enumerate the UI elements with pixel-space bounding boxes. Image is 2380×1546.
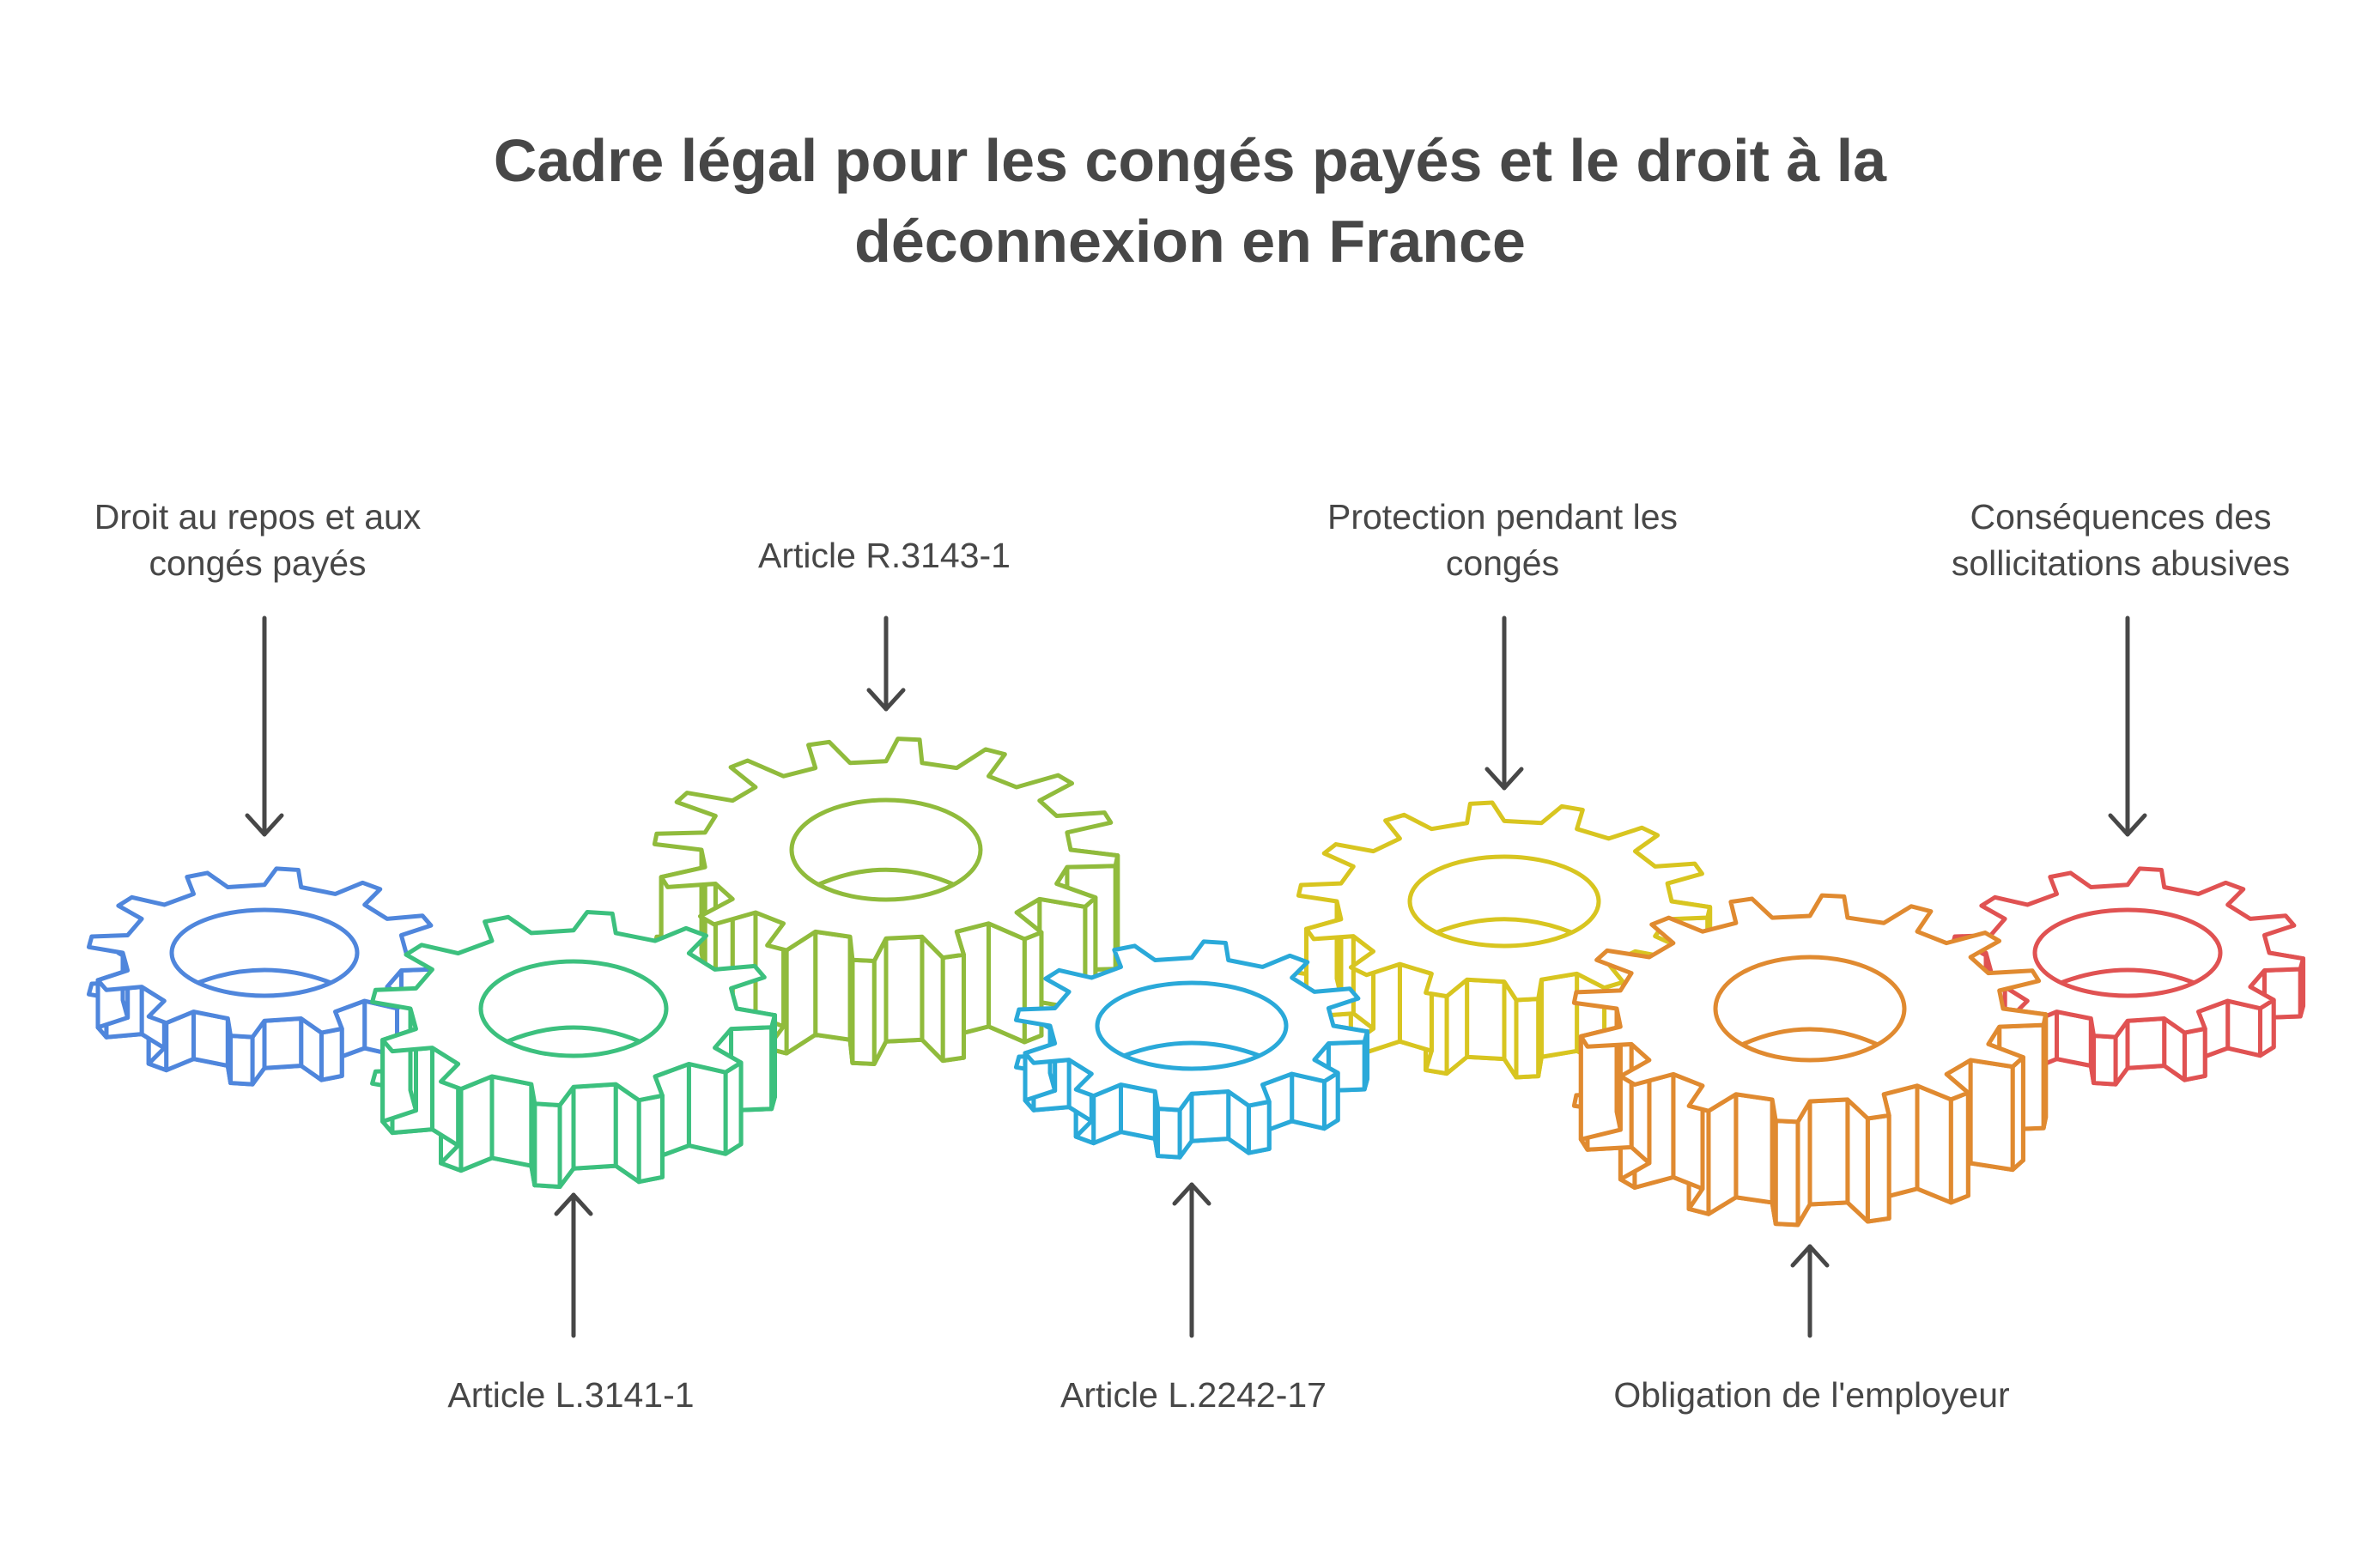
gear-obligation [1571, 893, 2049, 1228]
gear-r3143 [652, 737, 1120, 1066]
gear-l2242 [1013, 939, 1370, 1160]
page-title: Cadre légal pour les congés payés et le … [331, 120, 2049, 282]
arrow-l3141 [554, 1192, 593, 1338]
arrow-obligation [1790, 1244, 1830, 1338]
arrow-protection [1484, 615, 1524, 791]
label-article-l3141: Article L.3141-1 [447, 1375, 695, 1415]
label-obligation: Obligation de l'employeur [1613, 1375, 2010, 1415]
gear-l3141 [370, 909, 777, 1190]
label-droit-repos: Droit au repos et aux congés payés [94, 497, 422, 583]
label-article-l2242: Article L.2242-17 [1060, 1375, 1327, 1415]
title-line-1: Cadre légal pour les congés payés et le … [493, 127, 1887, 194]
gear-droit-repos [86, 866, 443, 1087]
arrow-droit-repos [245, 615, 284, 837]
arrow-l2242 [1172, 1182, 1211, 1338]
label-article-r3143: Article R.3143-1 [758, 536, 1011, 575]
arrow-r3143 [866, 615, 906, 712]
label-protection: Protection pendant les congés [1327, 497, 1678, 583]
label-consequences: Conséquences des sollicitations abusives [1951, 497, 2291, 583]
title-line-2: déconnexion en France [854, 208, 1526, 275]
arrow-consequences [2108, 615, 2147, 837]
